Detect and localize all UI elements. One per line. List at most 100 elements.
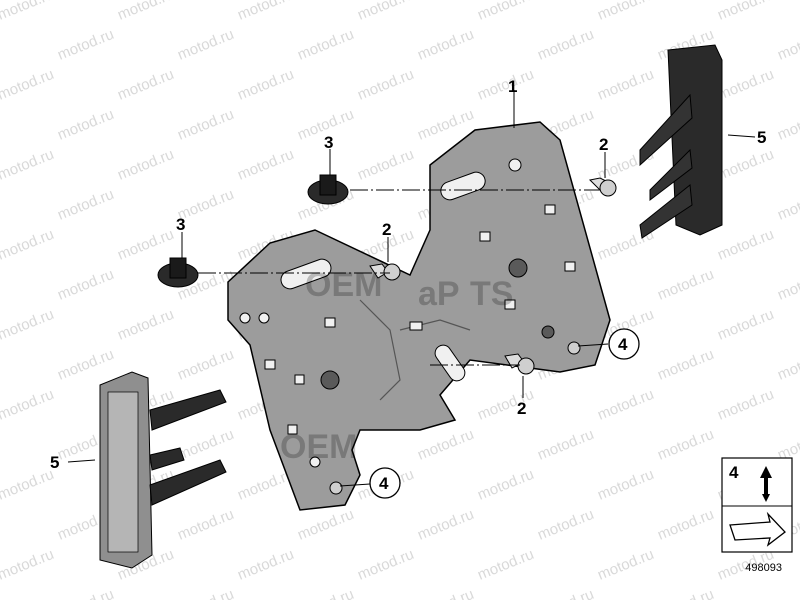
watermark-text: motod.ru bbox=[475, 546, 536, 584]
watermark-text: motod.ru bbox=[415, 586, 476, 600]
watermark-text: motod.ru bbox=[0, 66, 56, 104]
watermark-text: motod.ru bbox=[0, 0, 56, 24]
overlay-mark-3: aP bbox=[418, 275, 460, 313]
watermark-text: motod.ru bbox=[715, 0, 776, 24]
watermark-text: motod.ru bbox=[595, 0, 656, 24]
watermark-text: motod.ru bbox=[595, 546, 656, 584]
watermark-text: motod.ru bbox=[175, 346, 236, 384]
screw-bottom bbox=[504, 353, 535, 375]
watermark-text: motod.ru bbox=[55, 106, 116, 144]
watermark-text: motod.ru bbox=[355, 0, 416, 24]
callout-screw-plate-bottom: 4 bbox=[379, 474, 389, 493]
watermark-text: motod.ru bbox=[0, 146, 56, 184]
overlay-mark-2: OEM bbox=[280, 428, 357, 466]
watermark-text: motod.ru bbox=[115, 66, 176, 104]
watermark-text: motod.ru bbox=[655, 266, 716, 304]
watermark-text: motod.ru bbox=[55, 266, 116, 304]
license-plate-bracket bbox=[227, 121, 611, 511]
leader-lines bbox=[67, 90, 756, 487]
watermark-text: motod.ru bbox=[355, 146, 416, 184]
watermark-text: motod.ru bbox=[235, 0, 296, 24]
watermark-text: motod.ru bbox=[415, 26, 476, 64]
watermark-text: motod.ru bbox=[0, 386, 56, 424]
watermark-text: motod.ru bbox=[355, 66, 416, 104]
watermark-text: motod.ru bbox=[55, 346, 116, 384]
watermark-text: motod.ru bbox=[715, 386, 776, 424]
watermark-text: motod.ru bbox=[595, 466, 656, 504]
watermark-text: motod.ru bbox=[415, 426, 476, 464]
watermark-text: motod.ru bbox=[0, 466, 56, 504]
watermark-text: motod.ru bbox=[595, 66, 656, 104]
callouts: 1 2 2 2 3 3 4 4 5 5 bbox=[50, 77, 766, 499]
callout-plate: 1 bbox=[508, 77, 517, 96]
callout-screw-plate-right: 4 bbox=[618, 335, 628, 354]
screw-icon bbox=[760, 466, 772, 502]
watermark-text: motod.ru bbox=[535, 26, 596, 64]
watermark-text: motod.ru bbox=[775, 186, 800, 224]
watermark-text: motod.ru bbox=[775, 346, 800, 384]
watermark-text: motod.ru bbox=[115, 146, 176, 184]
screw-left bbox=[369, 263, 401, 281]
watermark-text: motod.ru bbox=[535, 426, 596, 464]
overlay-marks: OEM OEM aP TS bbox=[280, 266, 513, 466]
watermark-text: motod.ru bbox=[535, 586, 596, 600]
watermark-text: motod.ru bbox=[115, 306, 176, 344]
watermark-text: motod.ru bbox=[775, 106, 800, 144]
watermark-text: motod.ru bbox=[475, 386, 536, 424]
screw-plate-bottom bbox=[329, 481, 343, 495]
watermark-text: motod.ru bbox=[475, 66, 536, 104]
plate-holder-right bbox=[639, 44, 723, 239]
watermark-text: motod.ru bbox=[655, 586, 716, 600]
watermark-text: motod.ru bbox=[55, 586, 116, 600]
watermark-text: motod.ru bbox=[475, 466, 536, 504]
watermark-text: motod.ru bbox=[295, 26, 356, 64]
overlay-mark-1: OEM bbox=[305, 266, 382, 304]
watermark-text: motod.ru bbox=[475, 0, 536, 24]
watermark-text: motod.ru bbox=[175, 426, 236, 464]
watermark-text: motod.ru bbox=[0, 306, 56, 344]
arrow-icon bbox=[729, 511, 786, 547]
watermark-text: motod.ru bbox=[295, 506, 356, 544]
watermark-text: motod.ru bbox=[235, 66, 296, 104]
callout-screw-right: 2 bbox=[599, 135, 608, 154]
plate-holder-left bbox=[99, 371, 227, 569]
watermark-text: motod.ru bbox=[775, 586, 800, 600]
callout-screw-bottom: 2 bbox=[517, 399, 526, 418]
legend-box: 4 bbox=[721, 457, 793, 553]
watermark-text: motod.ru bbox=[55, 186, 116, 224]
watermark-text: motod.ru bbox=[235, 546, 296, 584]
watermark-text: motod.ru bbox=[0, 226, 56, 264]
callout-circle-4-right bbox=[608, 328, 640, 360]
watermark-text: motod.ru bbox=[715, 66, 776, 104]
screw-plate-right bbox=[567, 341, 581, 355]
watermark-text: motod.ru bbox=[715, 306, 776, 344]
watermark-text: motod.ru bbox=[175, 106, 236, 144]
overlay-mark-4: TS bbox=[470, 275, 513, 313]
callout-holder-right: 5 bbox=[757, 128, 766, 147]
watermark-text: motod.ru bbox=[595, 386, 656, 424]
diagram-number: 498093 bbox=[745, 562, 782, 574]
legend-item-number: 4 bbox=[729, 463, 739, 482]
callout-nut-left: 3 bbox=[176, 215, 185, 234]
watermark-text: motod.ru bbox=[55, 26, 116, 64]
callout-screw-left: 2 bbox=[382, 220, 391, 239]
watermark-text: motod.ru bbox=[655, 346, 716, 384]
callout-nut-right: 3 bbox=[324, 133, 333, 152]
nut-right bbox=[307, 174, 349, 205]
watermark-text: motod.ru bbox=[175, 506, 236, 544]
watermark-text: motod.ru bbox=[115, 226, 176, 264]
watermark-text: motod.ru bbox=[235, 146, 296, 184]
watermark-text: motod.ru bbox=[775, 26, 800, 64]
watermark-text: motod.ru bbox=[655, 426, 716, 464]
watermark-text: motod.ru bbox=[775, 266, 800, 304]
watermark-text: motod.ru bbox=[715, 226, 776, 264]
watermark-text: motod.ru bbox=[175, 586, 236, 600]
watermark-text: motod.ru bbox=[535, 506, 596, 544]
watermark-text: motod.ru bbox=[715, 146, 776, 184]
callout-holder-left: 5 bbox=[50, 453, 59, 472]
watermark-text: motod.ru bbox=[115, 0, 176, 24]
nut-left bbox=[157, 257, 199, 288]
watermark-text: motod.ru bbox=[0, 546, 56, 584]
watermark-text: motod.ru bbox=[355, 546, 416, 584]
